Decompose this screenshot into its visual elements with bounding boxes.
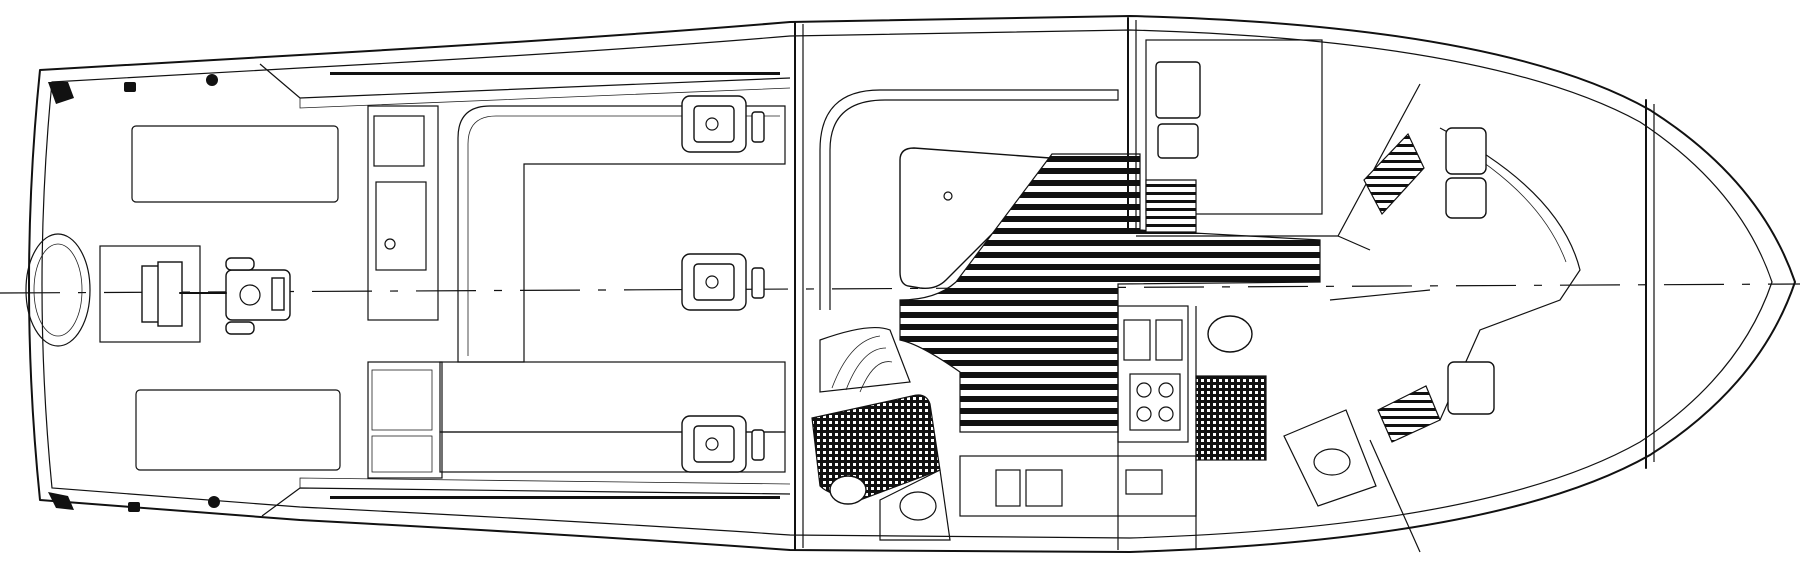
table-mount-icon bbox=[943, 191, 953, 201]
cockpit-hatch bbox=[131, 125, 339, 203]
forward-head-toilet bbox=[1207, 315, 1253, 353]
side-deck-starboard-inner bbox=[299, 477, 791, 488]
cleat-icon bbox=[48, 492, 74, 510]
transom-livewell-inner bbox=[33, 243, 83, 337]
burner-icon bbox=[1158, 406, 1174, 422]
cleat-icon bbox=[48, 82, 74, 104]
galley-stove bbox=[1129, 373, 1181, 431]
galley-sink bbox=[1155, 319, 1183, 361]
aft-head-basin bbox=[899, 491, 937, 521]
helm-bench-lower bbox=[439, 431, 786, 473]
guest-cabin-cabinet bbox=[1145, 179, 1197, 233]
burner-icon bbox=[1136, 382, 1152, 398]
v-berth-pillow bbox=[1447, 361, 1495, 415]
helm-console bbox=[457, 105, 786, 363]
centerline bbox=[0, 283, 1800, 294]
helm-chair-center bbox=[681, 253, 765, 311]
guest-cabin-wall bbox=[1337, 235, 1371, 251]
guest-berth-pillow bbox=[1155, 61, 1201, 119]
side-deck-rail bbox=[330, 496, 780, 504]
v-berth-pillow bbox=[1445, 127, 1487, 175]
aft-counter-cabinet bbox=[375, 181, 427, 271]
salon-settee bbox=[819, 89, 1119, 310]
burner-icon bbox=[1158, 382, 1174, 398]
aft-settee-cushion bbox=[371, 369, 433, 431]
aft-counter bbox=[367, 105, 439, 321]
deck-fitting-icon bbox=[128, 502, 140, 512]
transom-livewell bbox=[25, 233, 91, 347]
cockpit-hatch bbox=[135, 389, 341, 471]
v-berth-pillow bbox=[1445, 177, 1487, 219]
aft-head-vanity bbox=[879, 469, 951, 541]
dinette-table bbox=[899, 147, 1056, 290]
deck-fitting-icon bbox=[208, 496, 220, 508]
sink-drain-icon bbox=[384, 238, 396, 250]
forward-head-vanity bbox=[1283, 409, 1377, 507]
forward-head-floor bbox=[1195, 375, 1267, 461]
deck-fitting-icon bbox=[206, 74, 218, 86]
hanging-locker bbox=[1377, 385, 1441, 443]
side-deck-port-inner bbox=[299, 87, 791, 109]
forward-head-basin bbox=[1313, 448, 1351, 476]
helm-chair-aft bbox=[681, 415, 765, 473]
aft-counter-sink bbox=[373, 115, 425, 167]
galley-double-sink bbox=[995, 469, 1021, 507]
aft-settee bbox=[367, 361, 443, 479]
galley-counter bbox=[1117, 305, 1189, 443]
aft-head-toilet bbox=[829, 475, 867, 505]
forward-cabin-wall bbox=[1369, 439, 1421, 553]
burner-icon bbox=[1136, 406, 1152, 422]
guest-berth-pillow bbox=[1157, 123, 1199, 159]
hanging-locker bbox=[1363, 132, 1425, 216]
forward-cabin-wall bbox=[1329, 289, 1431, 301]
fighting-chair bbox=[141, 257, 291, 335]
galley-double-sink bbox=[1025, 469, 1063, 507]
deck-fitting-icon bbox=[124, 82, 136, 92]
hull-outline bbox=[28, 15, 1796, 553]
hull-inner-outline bbox=[41, 29, 1773, 539]
companionway-steps bbox=[819, 326, 911, 393]
side-deck-rail bbox=[330, 68, 780, 76]
guest-berth bbox=[1145, 39, 1323, 215]
galley-sink bbox=[1123, 319, 1151, 361]
galley-prep-sink bbox=[1125, 469, 1163, 495]
helm-chair-forward bbox=[681, 95, 765, 153]
helm-console-inner bbox=[467, 115, 780, 356]
aft-settee-cushion bbox=[371, 435, 433, 473]
